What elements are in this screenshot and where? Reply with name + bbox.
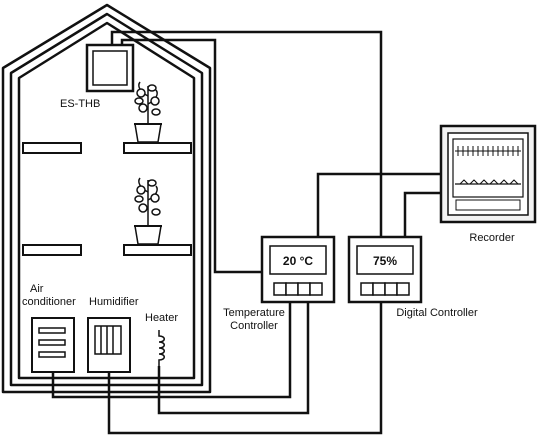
sensor-box-icon bbox=[85, 43, 135, 93]
heater-coil-icon bbox=[158, 330, 165, 366]
wire-digital-recorder bbox=[403, 191, 441, 237]
shelf-upper-right bbox=[123, 142, 192, 154]
humidity-display: 75% bbox=[373, 254, 397, 268]
greenhouse-outer-wall bbox=[1, 3, 212, 394]
wire-temperature-heater bbox=[157, 302, 310, 415]
temperature-controller-label-line1: Temperature bbox=[223, 307, 285, 319]
recorder-icon bbox=[439, 124, 537, 224]
digital-controller bbox=[347, 235, 423, 304]
temperature-display: 20 °C bbox=[283, 254, 313, 268]
wire-sensor-temperature bbox=[120, 38, 262, 274]
shelf-lower-right bbox=[123, 244, 192, 256]
wire-temperature-airconditioner bbox=[51, 302, 292, 399]
sensor-label: ES-THB bbox=[60, 98, 100, 110]
humidifier-unit bbox=[87, 317, 131, 373]
shelf-lower-left bbox=[22, 244, 82, 256]
shelf-upper-left bbox=[22, 142, 82, 154]
heater-label: Heater bbox=[145, 312, 178, 324]
greenhouse-middle-wall bbox=[9, 12, 204, 387]
air-conditioner-label-line1: Air bbox=[30, 283, 44, 295]
wire-temperature-recorder bbox=[316, 172, 441, 237]
wire-sensor-digital bbox=[110, 30, 383, 237]
temperature-controller bbox=[260, 235, 336, 304]
air-conditioner-unit bbox=[31, 317, 75, 373]
plant-pot-icon bbox=[134, 177, 162, 245]
recorder-label: Recorder bbox=[469, 232, 515, 244]
digital-controller-label: Digital Controller bbox=[396, 307, 478, 319]
air-conditioner-label-line2: conditioner bbox=[22, 296, 76, 308]
wire-digital-humidifier bbox=[107, 302, 383, 435]
plant-pot-icon bbox=[134, 81, 162, 143]
temperature-controller-label-line2: Controller bbox=[230, 320, 278, 332]
humidifier-label: Humidifier bbox=[89, 296, 139, 308]
greenhouse-inner-wall bbox=[17, 21, 196, 380]
